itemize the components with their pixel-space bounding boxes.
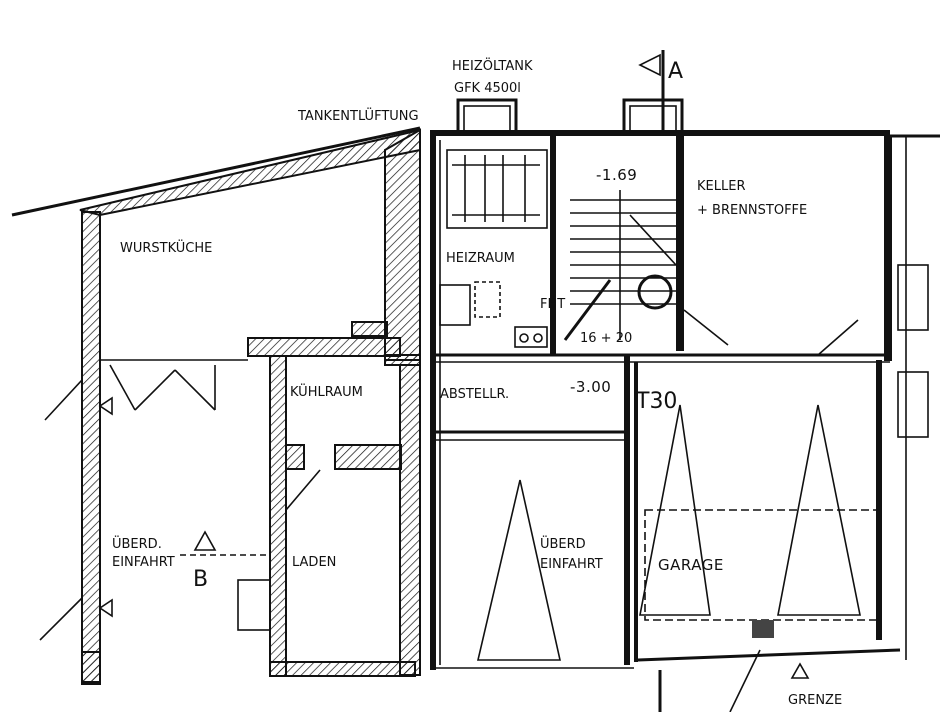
- abstellr-label: ABSTELLR.: [440, 387, 509, 402]
- section-b-label: B: [193, 567, 208, 592]
- sloped-roof-wall: [11, 126, 421, 217]
- wurstkueche-label: WURSTKÜCHE: [120, 239, 212, 256]
- central-bearing-wall: [384, 128, 421, 676]
- ueberd-mid-label-line1: ÜBERD: [540, 535, 586, 552]
- garage-label: GARAGE: [658, 556, 724, 574]
- door-swings-left: [39, 364, 321, 641]
- left-bottom-wall: [81, 651, 101, 683]
- kuehlraum-label: KÜHLRAUM: [290, 383, 363, 400]
- section-b-marker: [180, 530, 270, 556]
- boiler-equipment: [439, 149, 548, 348]
- heizoeltank-label-line2: GFK 4500l: [454, 81, 521, 96]
- level-minus-1-69: -1.69: [596, 166, 637, 184]
- ueberd-mid-label-line2: EINFAHRT: [540, 557, 603, 572]
- keller-label-line1: KELLER: [697, 179, 745, 194]
- ueberd-left-label-line1: ÜBERD.: [112, 535, 162, 552]
- garage-area: [637, 360, 901, 712]
- laden-label: LADEN: [292, 555, 336, 570]
- left-outer-wall: [81, 211, 101, 685]
- stairs-label: 16 + 20: [580, 331, 632, 346]
- wurstkueche-bottom-wall: [100, 321, 401, 361]
- ueberd-einfahrt-middle: [436, 479, 634, 669]
- fht-label: FHT: [540, 297, 565, 312]
- tankentlueftung-label: TANKENTLÜFTUNG: [297, 107, 419, 124]
- ueberd-left-label-line2: EINFAHRT: [112, 555, 175, 570]
- heizraum-label: HEIZRAUM: [446, 251, 515, 266]
- keller-features: [683, 136, 929, 660]
- grenze-marker: [790, 662, 810, 679]
- section-a-marker: [638, 53, 661, 77]
- keller-label-line2: + BRENNSTOFFE: [697, 203, 807, 218]
- t30-label: T30: [635, 389, 677, 414]
- section-a-label: A: [668, 59, 683, 84]
- kuehlraum-walls: [269, 355, 416, 677]
- heizoeltank-label-line1: HEIZÖLTANK: [452, 57, 533, 74]
- oil-tank-niche: [456, 50, 684, 134]
- grenze-label: GRENZE: [788, 693, 842, 708]
- level-minus-3-00: -3.00: [570, 378, 611, 396]
- staircase: [563, 190, 677, 341]
